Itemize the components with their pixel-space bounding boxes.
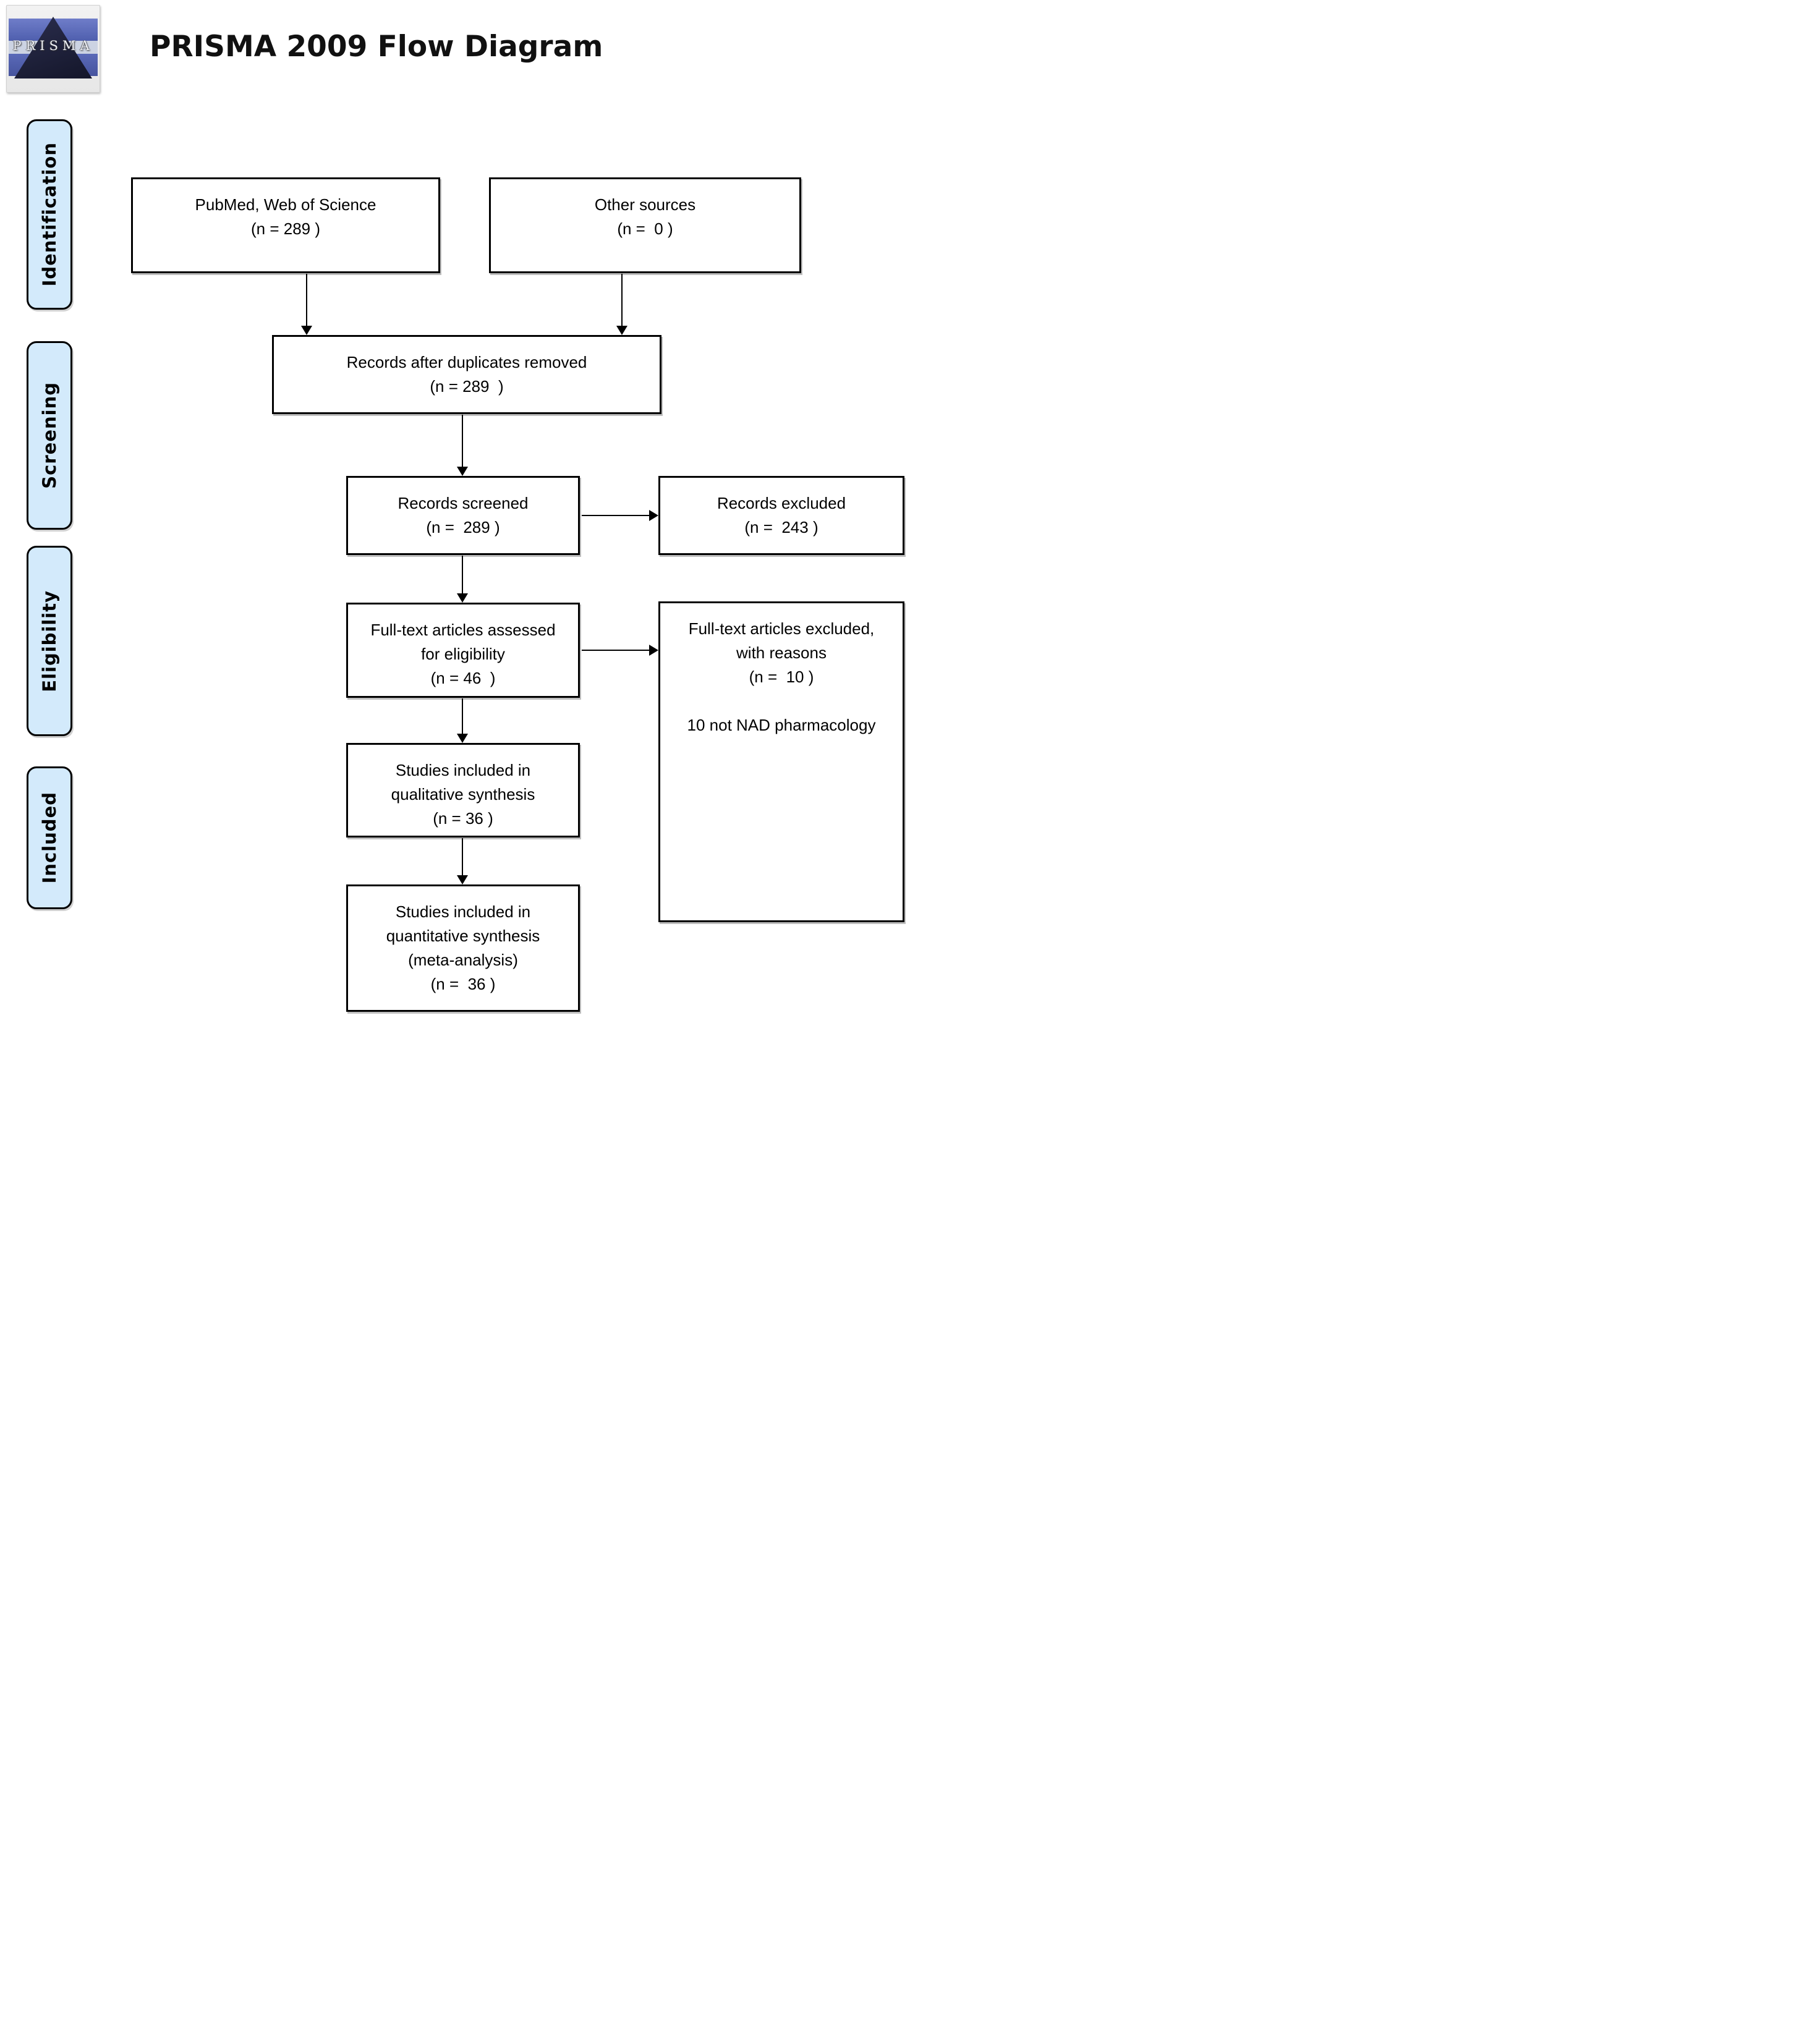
box-count: (n = 289 )	[426, 518, 500, 536]
arrow-pubmed-to-dedup	[306, 274, 307, 326]
box-qualitative-synthesis: Studies included in qualitative synthesi…	[346, 743, 580, 838]
box-records-after-duplicates-removed: Records after duplicates removed (n = 28…	[272, 335, 661, 414]
arrow-screened-to-fulltext	[462, 556, 463, 594]
box-count: (n = 36 )	[430, 975, 496, 993]
arrow-other-to-dedup	[621, 274, 623, 326]
arrow-qualitative-to-quantitative	[462, 838, 463, 876]
box-text: Full-text articles excluded,	[688, 619, 875, 638]
box-text: Records excluded	[717, 494, 846, 512]
box-pubmed-sources: PubMed, Web of Science (n = 289 )	[131, 177, 440, 273]
box-text: PubMed, Web of Science	[195, 195, 376, 214]
box-count: (n = 10 )	[749, 668, 814, 686]
box-quantitative-synthesis: Studies included in quantitative synthes…	[346, 884, 580, 1012]
box-text: Studies included in	[395, 902, 531, 921]
prisma-flow-diagram: PRISMA PRISMA 2009 Flow Diagram Identifi…	[0, 0, 910, 1022]
box-records-excluded: Records excluded (n = 243 )	[658, 476, 904, 555]
box-text: Studies included in	[395, 761, 531, 779]
stage-label-text: Eligibility	[39, 590, 60, 692]
box-count: (n = 0 )	[617, 219, 673, 238]
box-count: (n = 46 )	[430, 669, 496, 687]
box-fulltext-excluded: Full-text articles excluded, with reason…	[658, 601, 904, 922]
box-text: qualitative synthesis	[391, 785, 535, 804]
box-text: Full-text articles assessed	[370, 621, 556, 639]
stage-label-eligibility: Eligibility	[27, 546, 72, 736]
stage-label-text: Included	[39, 792, 60, 884]
stage-label-identification: Identification	[27, 119, 72, 310]
arrow-dedup-to-screened	[462, 415, 463, 467]
box-text: for eligibility	[421, 645, 505, 663]
box-other-sources: Other sources (n = 0 )	[489, 177, 801, 273]
stage-label-screening: Screening	[27, 341, 72, 530]
box-fulltext-assessed: Full-text articles assessed for eligibil…	[346, 603, 580, 698]
stage-label-included: Included	[27, 766, 72, 909]
box-text: quantitative synthesis	[386, 927, 540, 945]
box-text: with reasons	[736, 643, 827, 662]
stage-label-text: Identification	[39, 142, 60, 287]
box-records-screened: Records screened (n = 289 )	[346, 476, 580, 555]
exclusion-reason: 10 not NAD pharmacology	[687, 716, 876, 734]
box-count: (n = 243 )	[744, 518, 819, 536]
prisma-logo: PRISMA	[6, 5, 100, 93]
arrow-screened-to-excluded	[582, 515, 650, 516]
box-text: Records after duplicates removed	[346, 353, 587, 371]
stage-label-text: Screening	[39, 382, 60, 489]
box-count: (n = 289 )	[430, 377, 504, 396]
box-text: (meta-analysis)	[408, 951, 518, 969]
box-text: Other sources	[594, 195, 696, 214]
page-title: PRISMA 2009 Flow Diagram	[150, 30, 603, 64]
logo-text: PRISMA	[12, 38, 94, 53]
box-count: (n = 36 )	[433, 809, 493, 828]
arrow-fulltext-to-excluded	[582, 650, 650, 651]
box-count: (n = 289 )	[250, 219, 320, 238]
box-text: Records screened	[398, 494, 529, 512]
arrow-fulltext-to-qualitative	[462, 698, 463, 734]
